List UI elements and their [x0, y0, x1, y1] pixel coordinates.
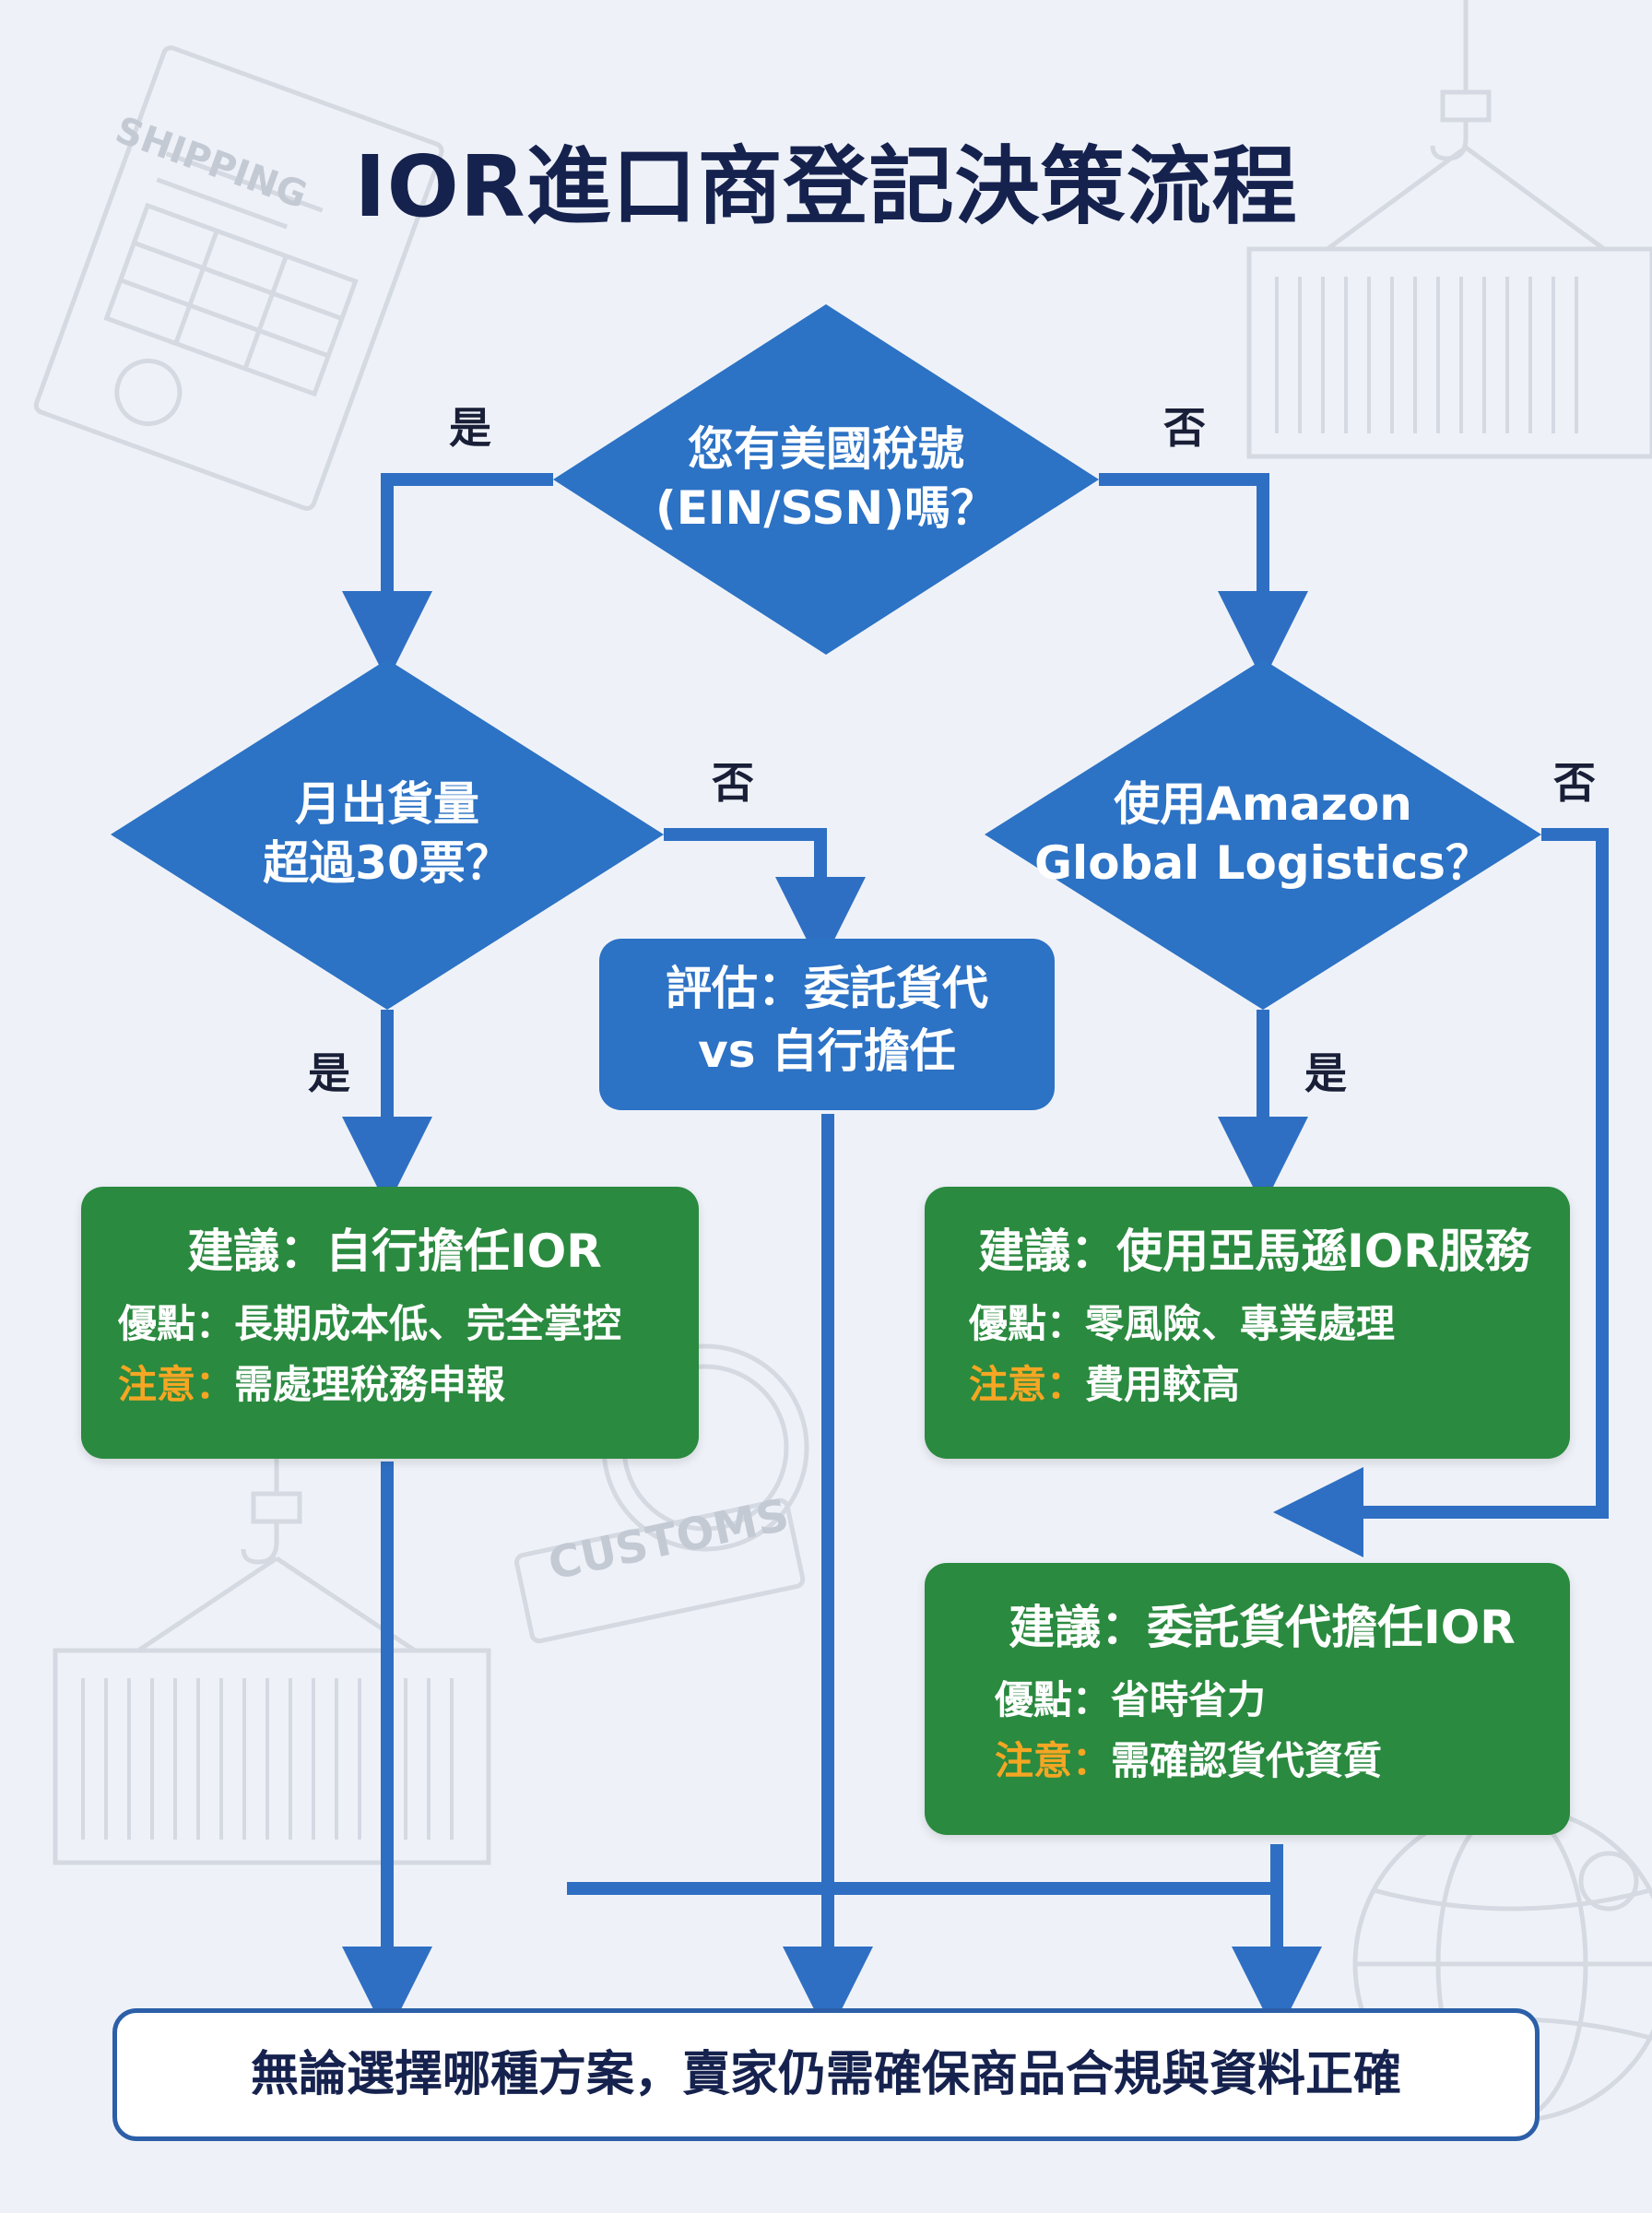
evaluate-line1: 評估：委託貨代 — [666, 962, 988, 1015]
q2-text: 月出貨量 超過30票？ — [157, 775, 618, 893]
page-title: IOR進口商登記決策流程 — [354, 137, 1298, 236]
q2-no-label: 否 — [712, 758, 754, 808]
arrow-q1-yes — [342, 473, 553, 681]
arrow-q1-no — [1099, 473, 1308, 681]
q1-yes-label: 是 — [449, 403, 491, 453]
rec-forwarder-note-text: 需確認貨代資質 — [1111, 1738, 1383, 1783]
q3-yes-label: 是 — [1304, 1048, 1347, 1098]
q3-line1: 使用Amazon — [1114, 777, 1412, 831]
rec-self-note-label: 注意： — [118, 1362, 235, 1407]
arrow-q3-no — [1273, 828, 1609, 1557]
rec-self-note-text: 需處理稅務申報 — [234, 1362, 506, 1407]
final-note-box: 無論選擇哪種方案，賣家仍需確保商品合規與資料正確 — [112, 2008, 1540, 2141]
arrow-q2-no — [664, 828, 866, 967]
rec-self-pro-text: 長期成本低、完全掌控 — [234, 1301, 622, 1346]
q2-line2: 超過30票？ — [263, 836, 512, 890]
rec-amazon-box: 建議：使用亞馬遜IOR服務 優點：零風險、專業處理 注意：費用較高 — [925, 1187, 1570, 1459]
rec-amazon-note: 注意：費用較高 — [969, 1355, 1570, 1415]
rec-amazon-note-text: 費用較高 — [1085, 1362, 1241, 1407]
rec-forwarder-note: 注意：需確認貨代資質 — [995, 1731, 1570, 1792]
q1-diamond — [553, 304, 1099, 655]
rec-amazon-pro-label: 優點： — [969, 1301, 1086, 1346]
rec-forwarder-pro-label: 優點： — [995, 1677, 1112, 1722]
rec-amazon-pro: 優點：零風險、專業處理 — [969, 1294, 1570, 1355]
rec-forwarder-title: 建議：委託貨代擔任IOR — [1009, 1601, 1516, 1654]
q2-yes-label: 是 — [308, 1048, 350, 1098]
rec-amazon-pro-text: 零風險、專業處理 — [1085, 1301, 1396, 1346]
rec-forwarder-box: 建議：委託貨代擔任IOR 優點：省時省力 注意：需確認貨代資質 — [925, 1563, 1570, 1835]
rec-amazon-note-label: 注意： — [969, 1362, 1086, 1407]
q1-no-label: 否 — [1163, 403, 1206, 453]
q1-line1: 您有美國稅號 — [688, 422, 964, 476]
rec-self-pro-label: 優點： — [118, 1301, 235, 1346]
container-icon — [1246, 246, 1652, 459]
rec-self-pro: 優點：長期成本低、完全掌控 — [118, 1294, 699, 1355]
q1-text: 您有美國稅號 (EIN/SSN)嗎？ — [596, 420, 1056, 538]
q1-line2: (EIN/SSN)嗎？ — [655, 481, 997, 535]
q2-line1: 月出貨量 — [295, 777, 479, 831]
evaluate-line2: vs 自行擔任 — [698, 1024, 956, 1078]
shipping-document-icon — [33, 45, 444, 511]
rec-self-title: 建議：自行擔任IOR — [187, 1225, 602, 1278]
rec-self-box: 建議：自行擔任IOR 優點：長期成本低、完全掌控 注意：需處理稅務申報 — [81, 1187, 699, 1459]
rec-self-note: 注意：需處理稅務申報 — [118, 1355, 699, 1415]
rec-amazon-title: 建議：使用亞馬遜IOR服務 — [978, 1225, 1531, 1278]
q3-no-label: 否 — [1553, 758, 1596, 808]
q3-diamond — [985, 659, 1541, 1010]
rec-forwarder-pro: 優點：省時省力 — [995, 1670, 1570, 1731]
q2-diamond — [111, 659, 664, 1010]
evaluate-box: 評估：委託貨代 vs 自行擔任 — [599, 939, 1055, 1110]
q3-text: 使用Amazon Global Logistics？ — [1023, 775, 1503, 893]
rec-forwarder-note-label: 注意： — [995, 1738, 1112, 1783]
q3-line2: Global Logistics？ — [1034, 836, 1492, 890]
rec-forwarder-pro-text: 省時省力 — [1111, 1677, 1267, 1722]
container-icon-2 — [53, 1648, 491, 1865]
